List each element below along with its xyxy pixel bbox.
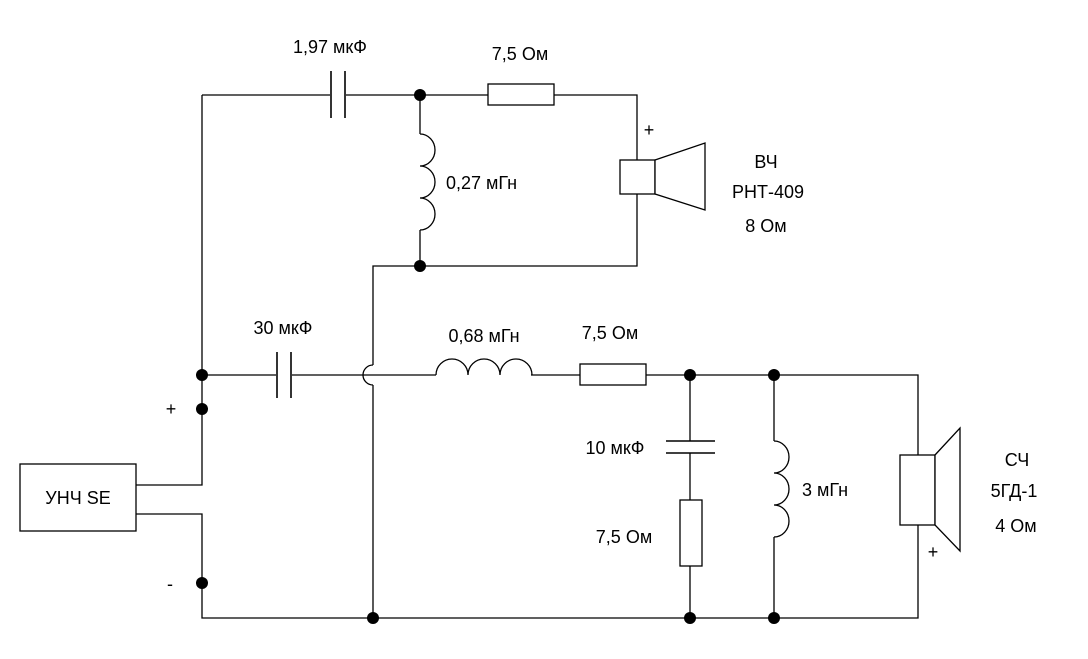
tweeter-plus-label: +: [644, 120, 655, 140]
tweeter-return-wire: [372, 194, 638, 365]
junction-dot: [768, 369, 780, 381]
resistor-shunt: [679, 499, 703, 567]
amp-minus-ground-wire: [136, 513, 919, 619]
junction-dot: [684, 369, 696, 381]
junction-dot: [367, 612, 379, 624]
junction-dot: [414, 260, 426, 272]
resistor-tweeter: [487, 83, 555, 106]
resistor-midrange: [579, 363, 647, 386]
midrange-model-label: 5ГД-1: [991, 481, 1038, 501]
inductor-3-label: 3 мГн: [802, 480, 848, 500]
midrange-type-label: СЧ: [1005, 450, 1029, 470]
resistor-shunt-label: 7,5 Ом: [596, 527, 652, 547]
tweeter-impedance-label: 8 Ом: [745, 216, 786, 236]
amp-plus-wire: [136, 375, 203, 486]
amplifier-box: [19, 463, 137, 532]
tweeter-type-label: ВЧ: [754, 152, 777, 172]
junction-dot: [196, 403, 208, 415]
capacitor-10-label: 10 мкФ: [586, 438, 645, 458]
resistor-tweeter-label: 7,5 Ом: [492, 44, 548, 64]
amplifier-label: УНЧ SE: [45, 488, 110, 508]
midrange-top-wire: [202, 374, 919, 458]
wires: [136, 94, 919, 619]
inductor-068-label: 0,68 мГн: [448, 326, 519, 346]
junction-dots: [196, 89, 780, 624]
capacitor-197: [330, 71, 346, 118]
amplifier-plus-label: +: [166, 399, 177, 419]
capacitor-30: [276, 352, 292, 398]
amplifier-minus-label: -: [167, 574, 173, 594]
junction-dot: [196, 577, 208, 589]
inductor-068: [435, 358, 533, 376]
junction-dot: [768, 612, 780, 624]
junction-dot: [414, 89, 426, 101]
tweeter-model-label: РНТ-409: [732, 182, 804, 202]
junction-dot: [684, 612, 696, 624]
capacitor-30-label: 30 мкФ: [254, 318, 313, 338]
midrange-impedance-label: 4 Ом: [995, 516, 1036, 536]
resistor-midrange-label: 7,5 Ом: [582, 323, 638, 343]
inductor-027: [419, 133, 436, 231]
junction-dot: [196, 369, 208, 381]
inductor-027-label: 0,27 мГн: [446, 173, 517, 193]
inductor-3: [773, 440, 790, 538]
midrange-plus-label: +: [928, 542, 939, 562]
tweeter-speaker-icon: [619, 142, 706, 211]
capacitor-10: [666, 440, 715, 454]
capacitor-197-label: 1,97 мкФ: [293, 37, 367, 57]
midrange-speaker-icon: [899, 426, 961, 553]
